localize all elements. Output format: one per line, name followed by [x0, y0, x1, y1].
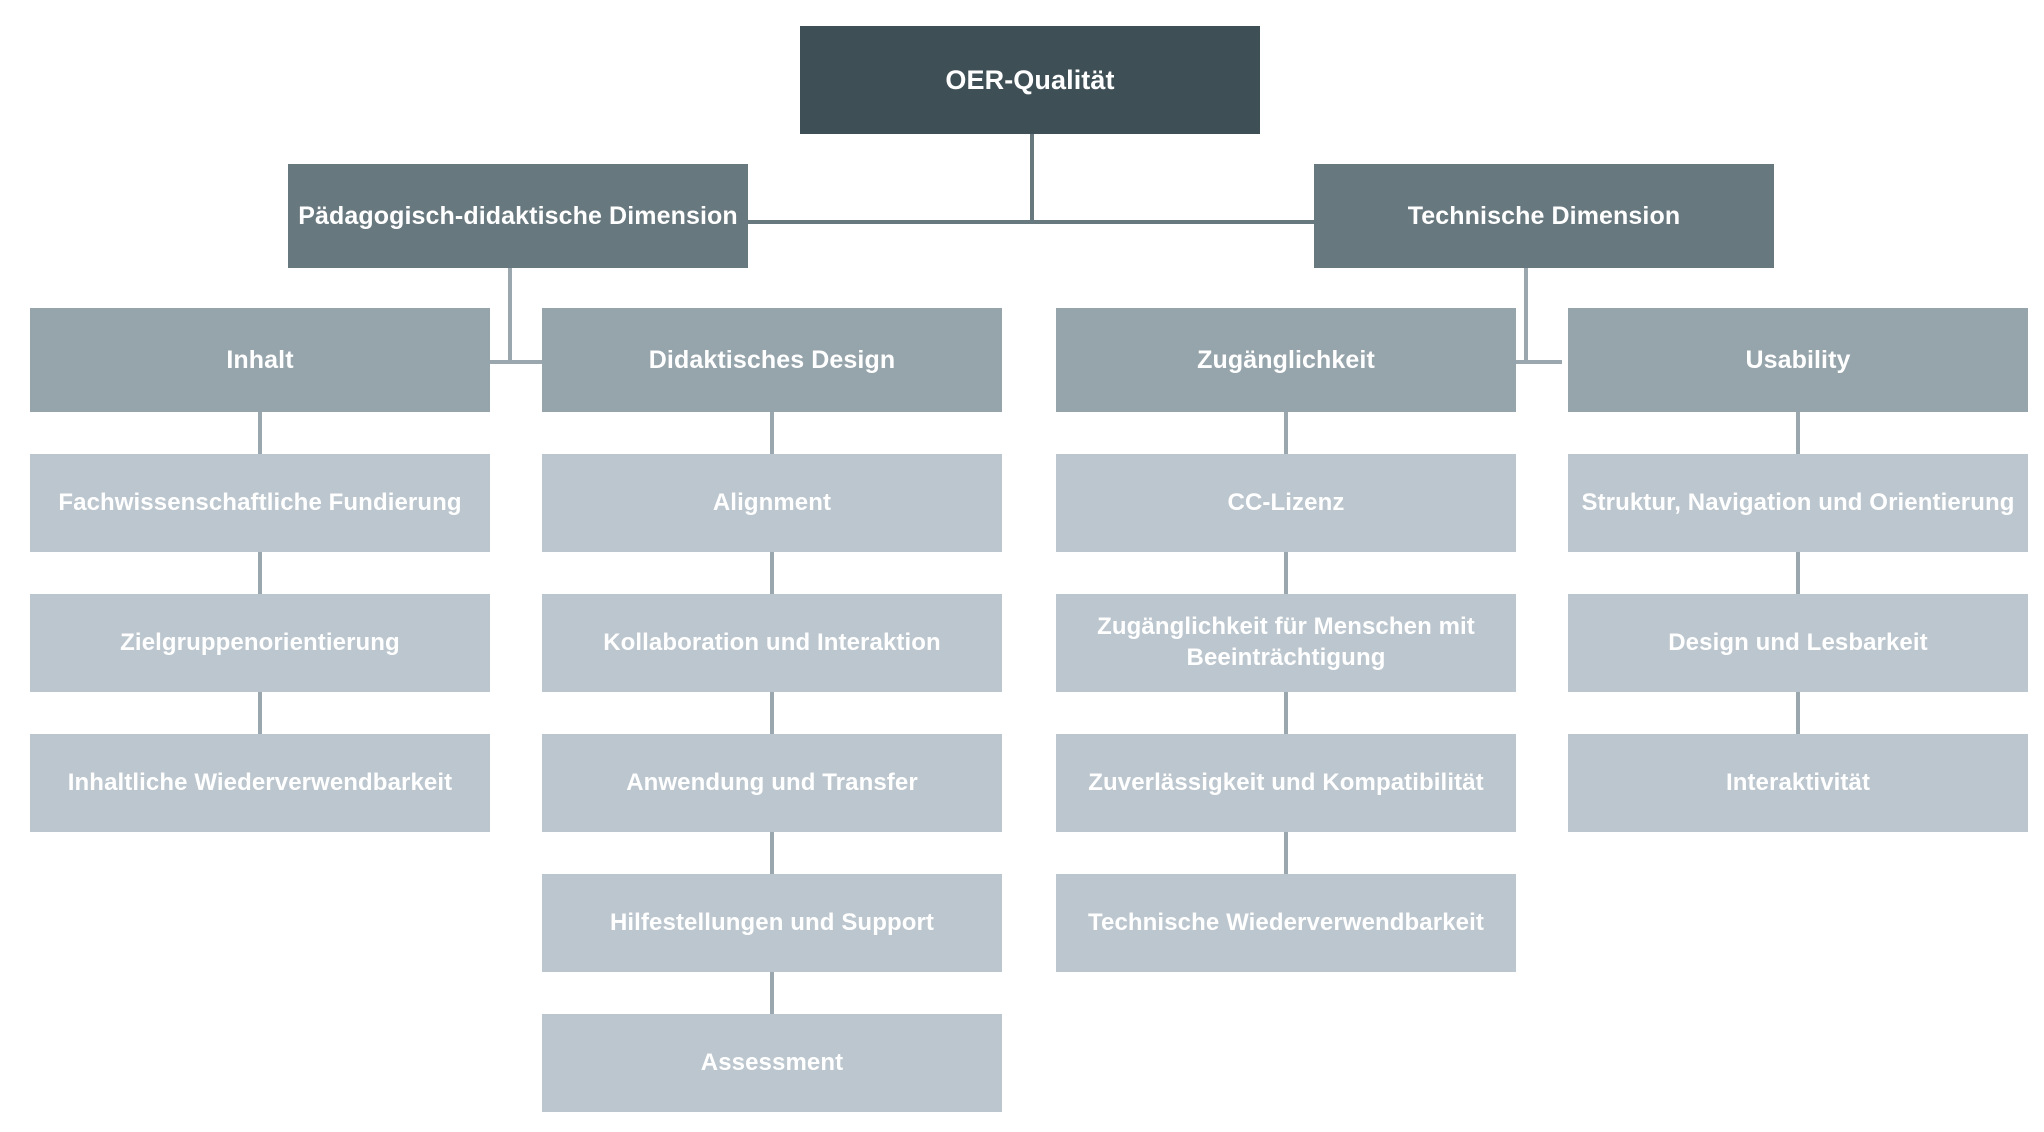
node-criterion-cc-lizenz[interactable]: CC-Lizenz: [1056, 454, 1516, 552]
node-criterion-assessment[interactable]: Assessment: [542, 1014, 1002, 1112]
node-dimension-paedagogisch-didaktische[interactable]: Pädagogisch-didaktische Dimension: [288, 164, 748, 268]
node-criterion-kollaboration-und-interaktion[interactable]: Kollaboration und Interaktion: [542, 594, 1002, 692]
connector-pedagogic-split: [486, 360, 546, 364]
connector-col1-3: [258, 692, 262, 734]
node-criterion-fachwissenschaftliche-fundierung[interactable]: Fachwissenschaftliche Fundierung: [30, 454, 490, 552]
connector-col4-1: [1796, 412, 1800, 454]
node-dimension-technische[interactable]: Technische Dimension: [1314, 164, 1774, 268]
node-category-inhalt[interactable]: Inhalt: [30, 308, 490, 412]
connector-col3-2: [1284, 552, 1288, 594]
connector-col4-2: [1796, 552, 1800, 594]
connector-col3-1: [1284, 412, 1288, 454]
node-criterion-struktur-navigation-und-orientierung[interactable]: Struktur, Navigation und Orientierung: [1568, 454, 2028, 552]
connector-col2-1: [770, 412, 774, 454]
node-criterion-technische-wiederverwendbarkeit[interactable]: Technische Wiederverwendbarkeit: [1056, 874, 1516, 972]
node-criterion-hilfestellungen-und-support[interactable]: Hilfestellungen und Support: [542, 874, 1002, 972]
connector-technical-split: [1502, 360, 1562, 364]
node-criterion-zuverlaessigkeit-und-kompatibilitaet[interactable]: Zuverlässigkeit und Kompatibilität: [1056, 734, 1516, 832]
node-criterion-zielgruppenorientierung[interactable]: Zielgruppenorientierung: [30, 594, 490, 692]
node-criterion-design-und-lesbarkeit[interactable]: Design und Lesbarkeit: [1568, 594, 2028, 692]
node-category-zugaenglichkeit[interactable]: Zugänglichkeit: [1056, 308, 1516, 412]
connector-col2-2: [770, 552, 774, 594]
connector-col1-2: [258, 552, 262, 594]
node-criterion-anwendung-und-transfer[interactable]: Anwendung und Transfer: [542, 734, 1002, 832]
connector-root-stem: [1030, 134, 1034, 222]
connector-col3-3: [1284, 692, 1288, 734]
node-criterion-inhaltliche-wiederverwendbarkeit[interactable]: Inhaltliche Wiederverwendbarkeit: [30, 734, 490, 832]
connector-col2-4: [770, 832, 774, 874]
node-category-didaktisches-design[interactable]: Didaktisches Design: [542, 308, 1002, 412]
node-criterion-alignment[interactable]: Alignment: [542, 454, 1002, 552]
connector-col2-5: [770, 972, 774, 1014]
connector-col2-3: [770, 692, 774, 734]
connector-technical-stem: [1524, 268, 1528, 364]
node-root-oer-qualitaet[interactable]: OER-Qualität: [800, 26, 1260, 134]
node-criterion-zugaenglichkeit-fuer-menschen-mit-beeintraechtigung[interactable]: Zugänglichkeit für Menschen mit Beeinträ…: [1056, 594, 1516, 692]
connector-col1-1: [258, 412, 262, 454]
connector-root-spine: [740, 220, 1322, 224]
connector-col4-3: [1796, 692, 1800, 734]
node-criterion-interaktivitaet[interactable]: Interaktivität: [1568, 734, 2028, 832]
connector-pedagogic-stem: [508, 268, 512, 364]
connector-col3-4: [1284, 832, 1288, 874]
node-category-usability[interactable]: Usability: [1568, 308, 2028, 412]
